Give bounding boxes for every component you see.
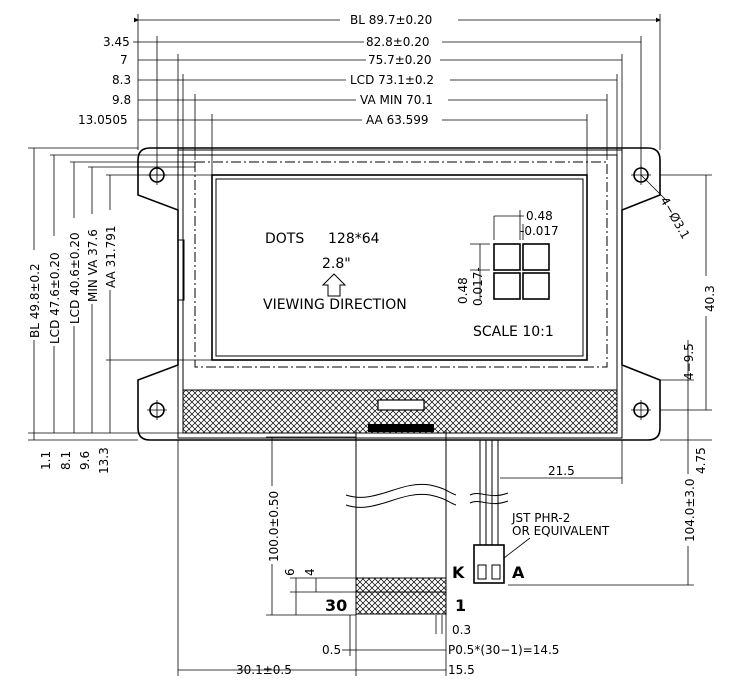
dim-13-0505: 13.0505 [78, 113, 128, 127]
dim-lcd-width: LCD 73.1±0.2 [350, 73, 434, 87]
dim-4: 4 [303, 568, 317, 576]
module-outline [137, 147, 661, 441]
dim-va-width: VA MIN 70.1 [360, 93, 433, 107]
dim-bl-width: BL 89.7±0.20 [350, 13, 432, 27]
dim-fpc-length: 100.0±0.50 [267, 491, 281, 562]
dim-15-5: 15.5 [448, 663, 475, 677]
dim-lcd-height: LCD 47.6±0.20 [48, 252, 62, 344]
scale-label: SCALE 10:1 [473, 324, 554, 340]
pin-a-label: A [512, 563, 525, 582]
dim-hole-diameter: 4−Ø3.1 [657, 195, 692, 242]
dim-1-1: 1.1 [39, 451, 53, 470]
dim-4-75: 4.75 [694, 447, 708, 474]
dim-3-45: 3.45 [103, 35, 130, 49]
dim-0-5: 0.5 [322, 643, 341, 657]
dim-13-3: 13.3 [97, 447, 111, 474]
dim-6: 6 [283, 568, 297, 576]
dim-bl-height: BL 49.8±0.2 [28, 263, 42, 338]
pixel-gap-vertical: 0.017- [471, 267, 485, 306]
dim-hole-pitch: 40.3 [703, 285, 717, 312]
connector-note-1: JST PHR-2 [511, 511, 570, 525]
pixel-gap: -0.017 [520, 224, 559, 238]
dim-75-7: 75.7±0.20 [368, 53, 432, 67]
pin-1-label: 1 [455, 596, 466, 615]
pixel-height: 0.48 [456, 277, 470, 304]
dim-aa-height: AA 31.791 [104, 225, 118, 288]
fpc-cable: 30 1 K A JST PHR-2 OR EQUIVALENT 21.5 [325, 424, 623, 615]
dim-pitch: P0.5*(30−1)=14.5 [448, 643, 559, 657]
up-arrow-icon [321, 273, 347, 297]
size-label: 2.8" [322, 256, 351, 272]
connector-note-2: OR EQUIVALENT [512, 524, 610, 538]
dim-4-9-5: 4−9.5 [682, 343, 696, 380]
left-dimension-group: BL 49.8±0.2 LCD 47.6±0.20 LCD 40.6±0.20 … [24, 147, 212, 474]
right-dimension-group: 4−Ø3.1 40.3 4−9.5 4.75 104.0±3.0 [508, 174, 717, 586]
dim-7: 7 [120, 53, 128, 67]
dots-value: 128*64 [328, 231, 380, 247]
dots-label: DOTS [265, 231, 304, 247]
pixel-width: 0.48 [526, 209, 553, 223]
dim-82-8: 82.8±0.20 [366, 35, 430, 49]
viewing-direction-label: VIEWING DIRECTION [263, 297, 407, 313]
dim-8-1: 8.1 [59, 451, 73, 470]
top-dimension-group: BL 89.7±0.20 82.8±0.20 3.45 75.7±0.20 7 … [78, 12, 661, 175]
dim-21-5: 21.5 [548, 464, 575, 478]
dim-30-1: 30.1±0.5 [236, 663, 292, 677]
dim-aa-width: AA 63.599 [366, 113, 429, 127]
dim-total-length: 104.0±3.0 [683, 479, 697, 543]
display-annotations: DOTS 128*64 2.8" VIEWING DIRECTION SCALE… [263, 209, 559, 340]
dim-9-8: 9.8 [112, 93, 131, 107]
dim-0-3: 0.3 [452, 623, 471, 637]
dim-9-6: 9.6 [78, 451, 92, 470]
bottom-dimension-group: 100.0±0.50 6 4 0.3 0.5 P0.5*(30−1)=14.5 … [177, 436, 559, 677]
dim-8-3: 8.3 [112, 73, 131, 87]
dim-lcd-height-2: LCD 40.6±0.20 [68, 232, 82, 324]
dim-va-height: MIN VA 37.6 [86, 229, 100, 302]
pin-30-label: 30 [325, 596, 347, 615]
pin-k-label: K [452, 563, 465, 582]
